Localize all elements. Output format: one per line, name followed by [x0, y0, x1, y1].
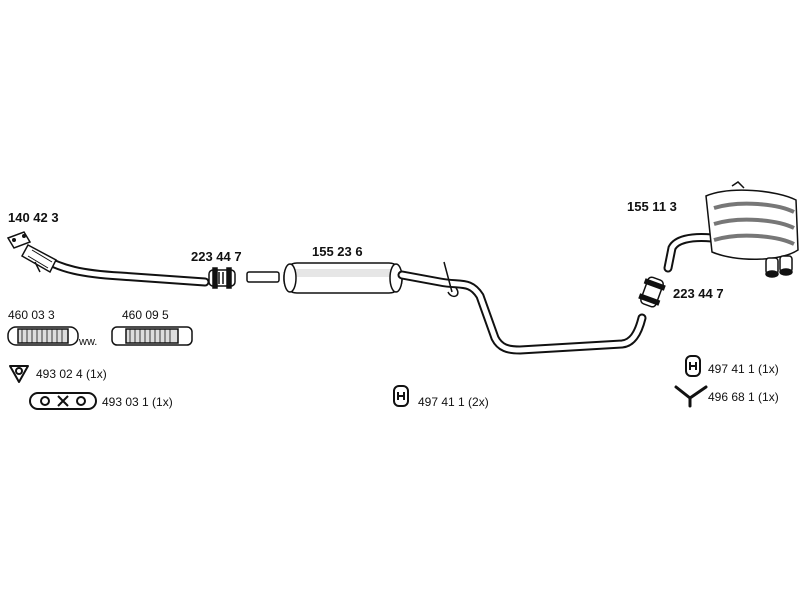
rubber-mount-icon — [393, 385, 409, 407]
flange-gasket-icon — [29, 392, 97, 410]
part-label-clamp-front: 223 44 7 — [191, 249, 242, 264]
gasket-icon — [9, 365, 29, 383]
accessory-label-hanger: 496 68 1 (1x) — [708, 390, 779, 404]
part-label-rear-silencer: 155 11 3 — [627, 199, 677, 214]
part-label-clamp-rear: 223 44 7 — [673, 286, 724, 301]
accessory-label-rubber-mount-rear: 497 41 1 (1x) — [708, 362, 779, 376]
accessory-label-gasket: 493 02 4 (1x) — [36, 367, 107, 381]
flex-pipe-a — [7, 326, 79, 346]
accessory-label-rubber-mount-center: 497 41 1 (2x) — [418, 395, 489, 409]
flex-pipe-b — [111, 326, 193, 346]
flex-pipe-b-label: 460 09 5 — [122, 308, 169, 322]
front-pipe — [6, 231, 210, 287]
rear-pipe — [397, 261, 647, 355]
clamp-front — [208, 267, 236, 289]
flex-pipe-separator: ww. — [79, 336, 98, 348]
hanger-icon — [674, 385, 708, 408]
part-label-middle-silencer: 155 23 6 — [312, 244, 363, 259]
accessory-label-flange-gasket: 493 03 1 (1x) — [102, 395, 173, 409]
part-label-front-pipe: 140 42 3 — [8, 210, 59, 225]
clamp-rear — [638, 276, 666, 308]
flex-pipe-a-label: 460 03 3 — [8, 308, 55, 322]
middle-silencer-body — [283, 262, 403, 294]
rear-silencer-body — [663, 181, 799, 278]
inlet-pipe — [246, 271, 280, 283]
rubber-mount-icon-rear — [685, 355, 701, 377]
